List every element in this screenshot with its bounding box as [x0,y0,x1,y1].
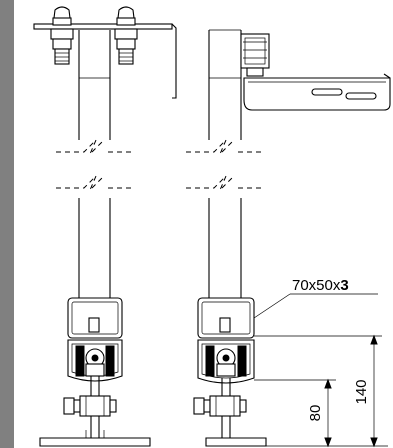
side-bracket-slot-2 [345,92,377,100]
front-top-bar-hook [171,23,177,99]
front-profile-inner [71,301,119,335]
front-break-top [56,139,134,155]
front-top-bolt-left [50,6,74,65]
dimension-upper: 140 [254,334,382,448]
front-view [33,6,177,447]
side-break-top [186,139,264,155]
side-lower-bolt [193,395,247,417]
side-break-bottom [186,175,264,191]
side-view [186,29,391,447]
dimension-upper-value: 140 [353,379,370,404]
profile-callout: 70x50x3 [253,277,378,319]
dimension-lower: 80 [254,378,336,448]
side-strip [0,0,14,448]
front-top-bolt-right [114,6,138,65]
side-base-plate [205,437,267,447]
side-bracket-slot-1 [311,88,343,96]
front-top-bar [33,23,173,30]
front-break-bottom [56,175,134,191]
dimension-lower-value: 80 [307,405,324,422]
side-profile-inner [201,301,251,335]
profile-label: 70x50x3 [292,277,349,294]
side-top-clamp [240,33,270,77]
front-lower-bolt [63,395,117,417]
front-base-plate [39,437,151,447]
